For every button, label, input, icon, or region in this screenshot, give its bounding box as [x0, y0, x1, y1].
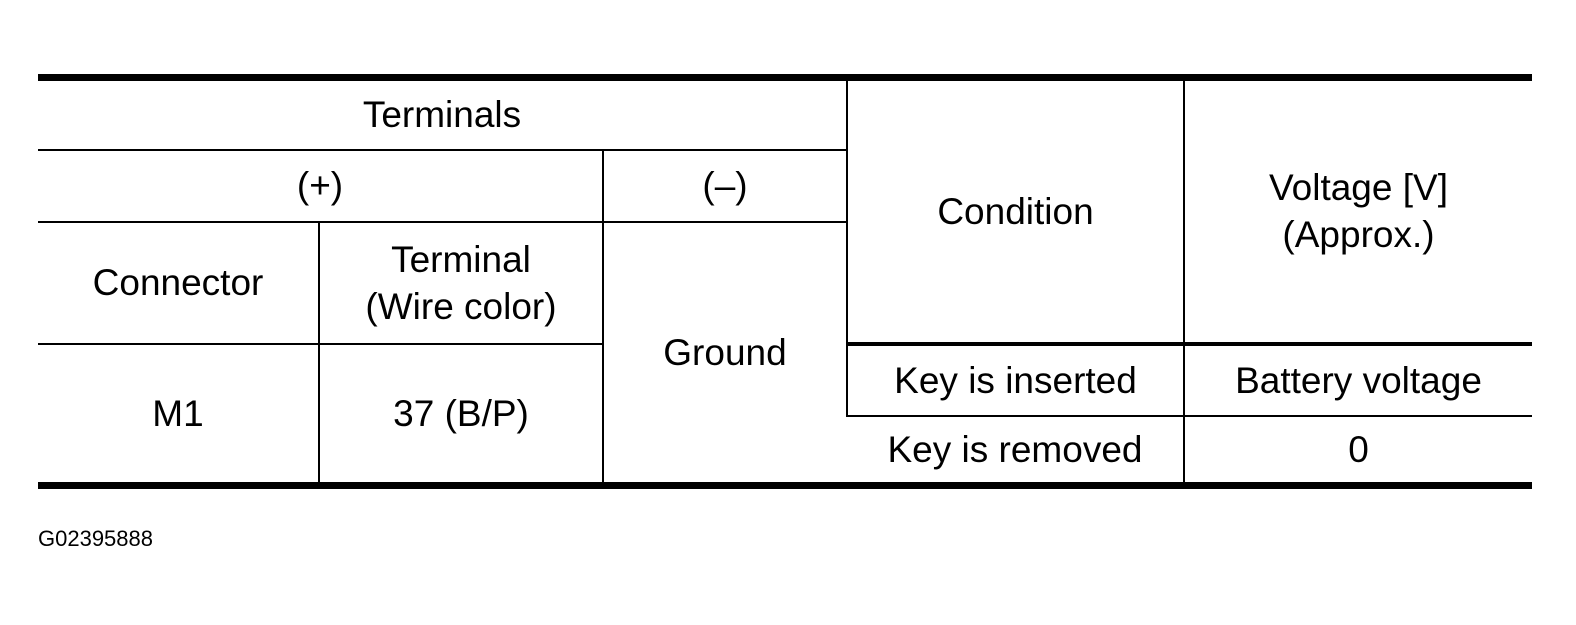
- terminal-wire-color-header: Terminal (Wire color): [318, 220, 604, 345]
- voltage-cell: 0: [1183, 414, 1532, 486]
- figure-id: G02395888: [38, 526, 153, 551]
- condition-cell: Key is inserted: [846, 342, 1185, 417]
- condition-header: Condition: [846, 77, 1185, 346]
- voltage-header: Voltage [V] (Approx.): [1183, 77, 1532, 346]
- negative-terminal-header: (–): [602, 148, 847, 223]
- terminal-cell: 37 (B/P): [318, 342, 604, 486]
- positive-terminal-header: (+): [38, 148, 604, 223]
- ground-cell: Ground: [602, 220, 847, 486]
- connector-header: Connector: [38, 220, 320, 345]
- terminal-voltage-table: Terminals Condition Voltage [V] (Approx.…: [38, 74, 1532, 489]
- condition-cell: Key is removed: [847, 414, 1185, 486]
- voltage-cell: Battery voltage: [1183, 342, 1532, 417]
- connector-cell: M1: [38, 342, 320, 486]
- terminals-header: Terminals: [38, 77, 848, 151]
